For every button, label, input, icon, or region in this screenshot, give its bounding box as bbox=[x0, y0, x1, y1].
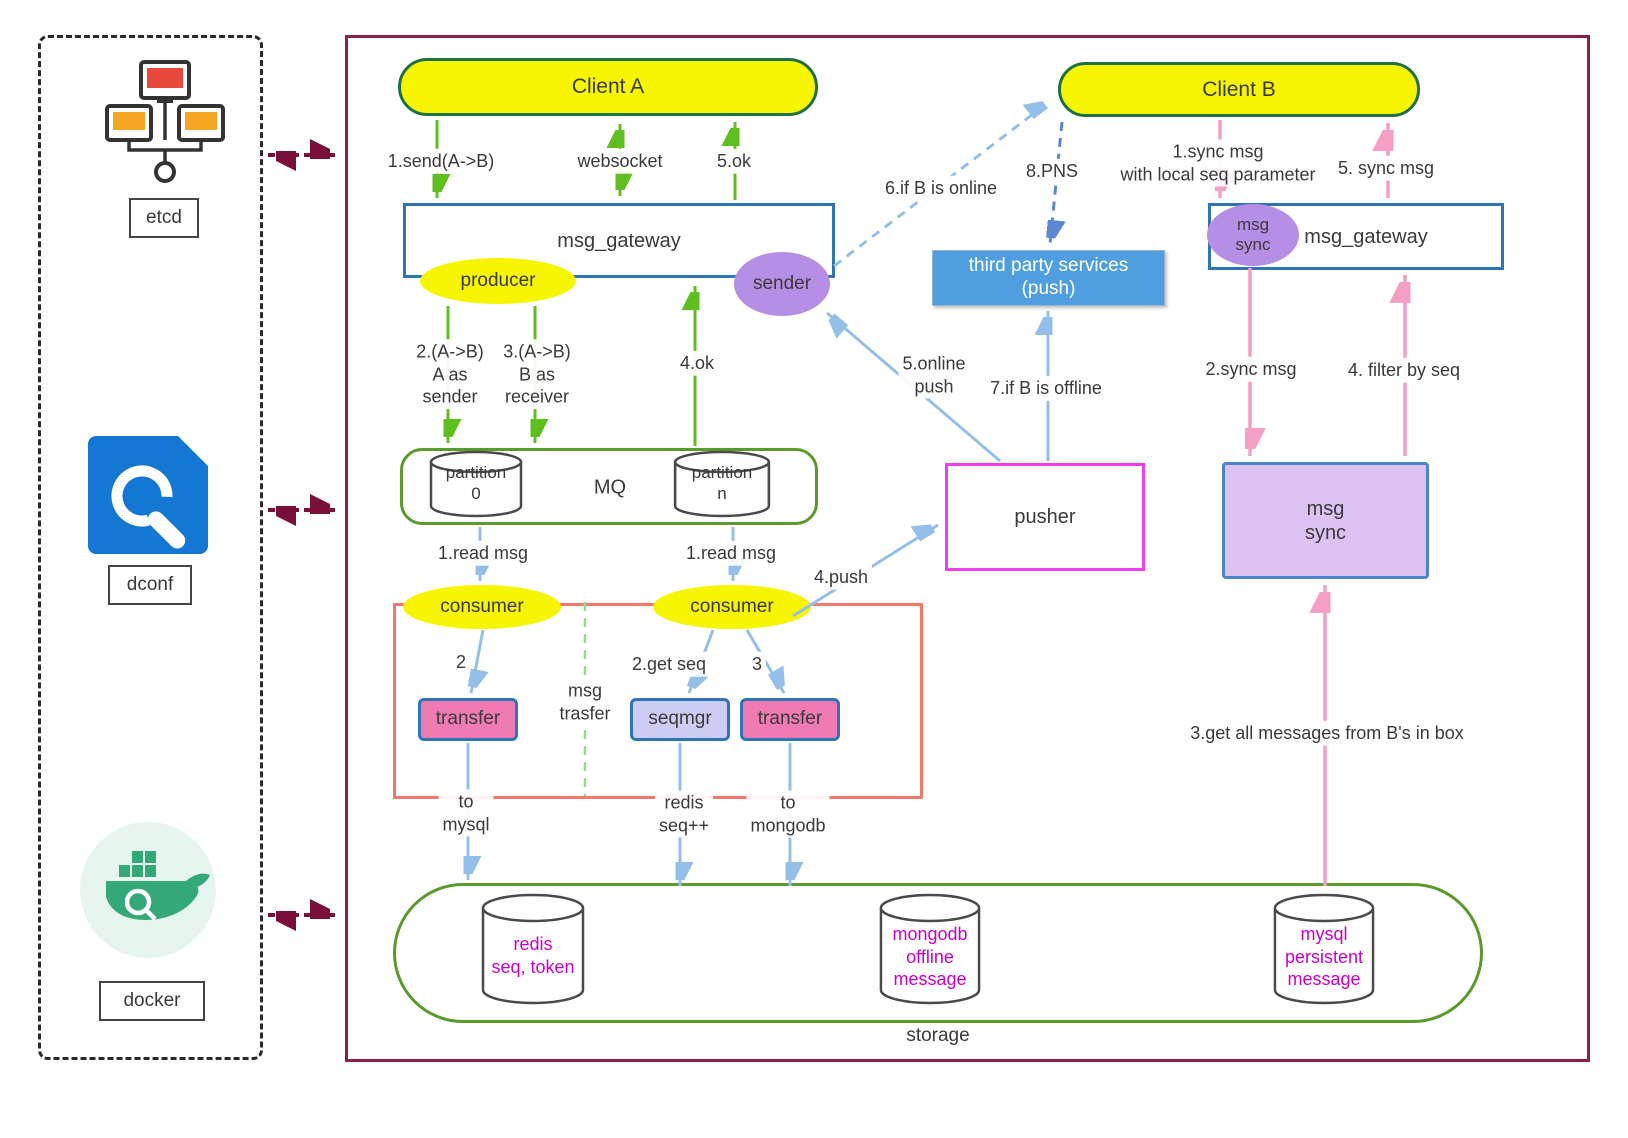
label-read-msg-2: 1.read msg bbox=[681, 540, 781, 566]
docker-label-text: docker bbox=[123, 990, 181, 1011]
sender-node: sender bbox=[734, 252, 830, 316]
docker-label: docker bbox=[99, 981, 205, 1021]
partition-0-label: partition 0 bbox=[445, 463, 507, 504]
seqmgr-node: seqmgr bbox=[630, 698, 730, 741]
docker-icon bbox=[80, 822, 216, 958]
label-send-ab: 1.send(A->B) bbox=[383, 148, 499, 174]
label-sync-msg-5: 5. sync msg bbox=[1333, 155, 1439, 181]
cylinder-shape bbox=[481, 893, 585, 1005]
cylinder-shape bbox=[1273, 893, 1375, 1005]
label-sync-msg-1: 1.sync msg with local seq parameter bbox=[1116, 139, 1320, 187]
dconf-label: dconf bbox=[108, 565, 192, 605]
label-ok5: 5.ok bbox=[712, 148, 756, 174]
producer-node: producer bbox=[420, 258, 576, 304]
partition-0-cylinder: partition 0 bbox=[428, 450, 524, 520]
label-step3: 3 bbox=[747, 651, 767, 677]
label-redis-seq: redis seq++ bbox=[654, 790, 714, 838]
partition-n-cylinder: partition n bbox=[672, 450, 772, 520]
cylinder-shape bbox=[673, 450, 771, 518]
label-filter-by-seq: 4. filter by seq bbox=[1343, 357, 1465, 383]
redis-cylinder: redis seq, token bbox=[480, 893, 586, 1005]
consumer-1-node: consumer bbox=[403, 585, 561, 629]
label-push4: 4.push bbox=[809, 564, 873, 590]
msg-sync-badge: msg sync bbox=[1207, 204, 1299, 266]
mongodb-label: mongodb offline message bbox=[892, 924, 968, 989]
label-read-msg-1: 1.read msg bbox=[433, 540, 533, 566]
cylinder-shape bbox=[879, 893, 981, 1005]
transfer-1-node: transfer bbox=[418, 698, 518, 741]
label-if-b-online: 6.if B is online bbox=[880, 175, 1002, 201]
label-a-as-sender: 2.(A->B) A as sender bbox=[412, 339, 488, 409]
redis-label: redis seq, token bbox=[491, 934, 575, 977]
msg-sync-box: msg sync bbox=[1222, 462, 1429, 579]
env-panel bbox=[38, 35, 263, 1060]
third-party-services-node: third party services (push) bbox=[932, 250, 1165, 306]
etcd-label-text: etcd bbox=[146, 207, 182, 228]
pusher-node: pusher bbox=[945, 463, 1145, 571]
client-a-node: Client A bbox=[398, 58, 818, 116]
label-websocket: websocket bbox=[573, 148, 667, 174]
label-b-as-receiver: 3.(A->B) B as receiver bbox=[499, 339, 575, 409]
label-sync-msg-2: 2.sync msg bbox=[1201, 356, 1301, 382]
label-if-b-offline: 7.if B is offline bbox=[986, 375, 1106, 401]
label-to-mongodb: to mongodb bbox=[746, 790, 830, 838]
client-b-node: Client B bbox=[1058, 62, 1420, 117]
mysql-cylinder: mysql persistent message bbox=[1272, 893, 1376, 1005]
consumer-2-node: consumer bbox=[653, 585, 811, 629]
transfer-2-node: transfer bbox=[740, 698, 840, 741]
label-online-push: 5.online push bbox=[898, 351, 970, 399]
etcd-icon bbox=[105, 60, 225, 183]
label-step2: 2 bbox=[451, 649, 471, 675]
label-get-all-msgs: 3.get all messages from B's in box bbox=[1186, 720, 1468, 746]
label-ok4: 4.ok bbox=[675, 350, 719, 376]
label-get-seq: 2.get seq bbox=[627, 651, 711, 677]
mysql-label: mysql persistent message bbox=[1284, 924, 1364, 989]
dconf-icon bbox=[88, 436, 208, 554]
partition-n-label: partition n bbox=[691, 463, 753, 504]
storage-label: storage bbox=[906, 1025, 970, 1047]
dconf-label-text: dconf bbox=[126, 574, 174, 595]
label-pns: 8.PNS bbox=[1021, 158, 1083, 184]
msg-transfer-label: msg trasfer bbox=[555, 678, 615, 726]
etcd-label: etcd bbox=[129, 198, 199, 238]
label-to-mysql: to mysql bbox=[438, 789, 494, 837]
mongodb-cylinder: mongodb offline message bbox=[878, 893, 982, 1005]
mq-label: MQ bbox=[593, 476, 627, 499]
cylinder-shape bbox=[429, 450, 523, 518]
